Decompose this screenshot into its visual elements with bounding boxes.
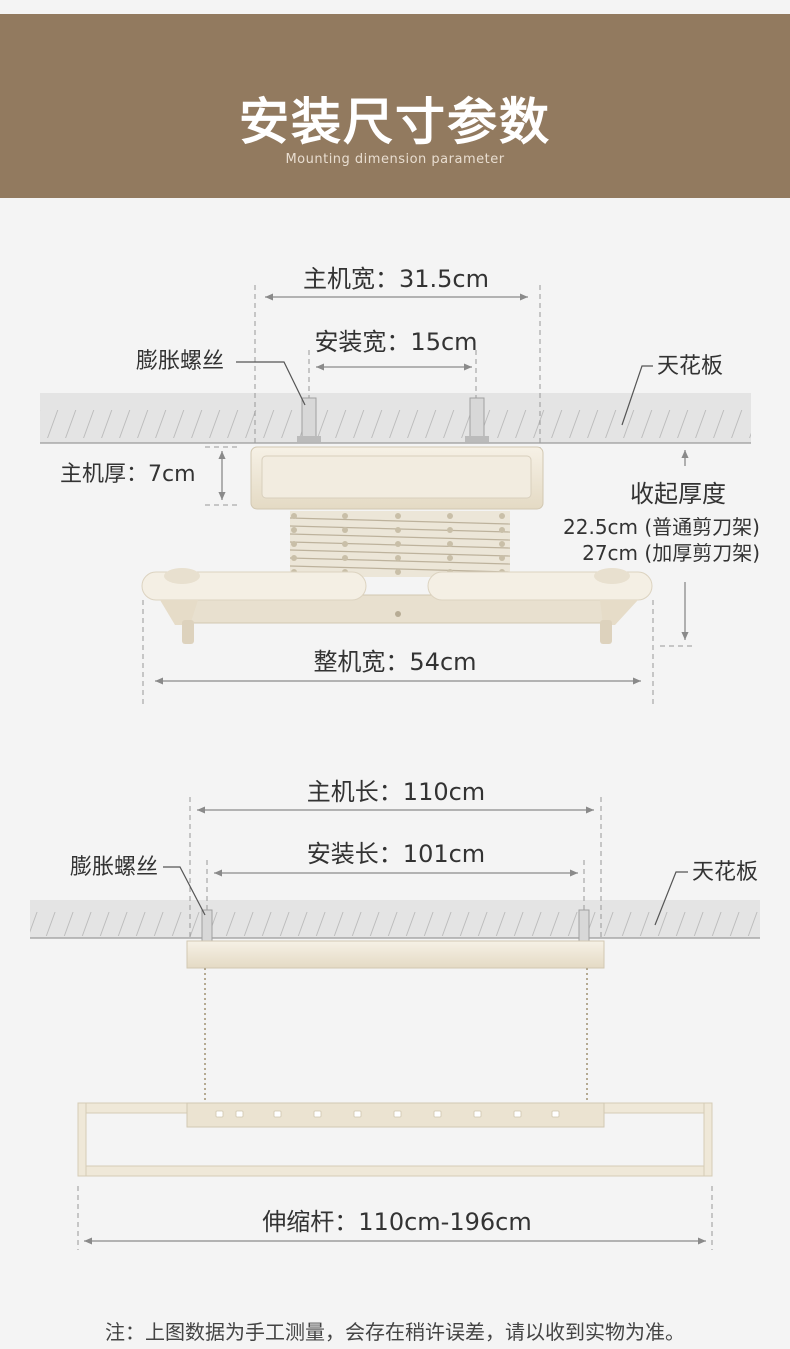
page-title: 安装尺寸参数 — [239, 93, 551, 151]
total-width-label: 整机宽：54cm — [313, 648, 477, 676]
footnote: 注：上图数据为手工测量，会存在稍许误差，请以收到实物为准。 — [105, 1320, 685, 1344]
expansion-screw-label-2: 膨胀螺丝 — [70, 855, 159, 880]
telescopic-rod-label: 伸缩杆：110cm-196cm — [262, 1208, 532, 1236]
host-length-label: 主机长：110cm — [306, 778, 486, 806]
side-view-diagram — [30, 797, 760, 1250]
host-thickness-label: 主机厚：7cm — [60, 462, 196, 487]
folded-thickness-thick: 27cm (加厚剪刀架) — [582, 541, 760, 565]
header-banner: 安装尺寸参数 Mounting dimension parameter — [0, 14, 790, 198]
install-width-label: 安装宽：15cm — [314, 328, 478, 356]
host-width-label: 主机宽：31.5cm — [302, 265, 490, 293]
ceiling-label: 天花板 — [657, 354, 724, 379]
expansion-screw-label: 膨胀螺丝 — [136, 349, 225, 374]
ceiling-label-2: 天花板 — [692, 860, 759, 885]
folded-thickness-title: 收起厚度 — [630, 480, 726, 508]
install-length-label: 安装长：101cm — [306, 840, 486, 868]
front-view-diagram — [40, 285, 751, 705]
host-body-side — [186, 940, 605, 969]
folded-thickness-normal: 22.5cm (普通剪刀架) — [563, 515, 760, 539]
page-subtitle: Mounting dimension parameter — [285, 152, 505, 167]
